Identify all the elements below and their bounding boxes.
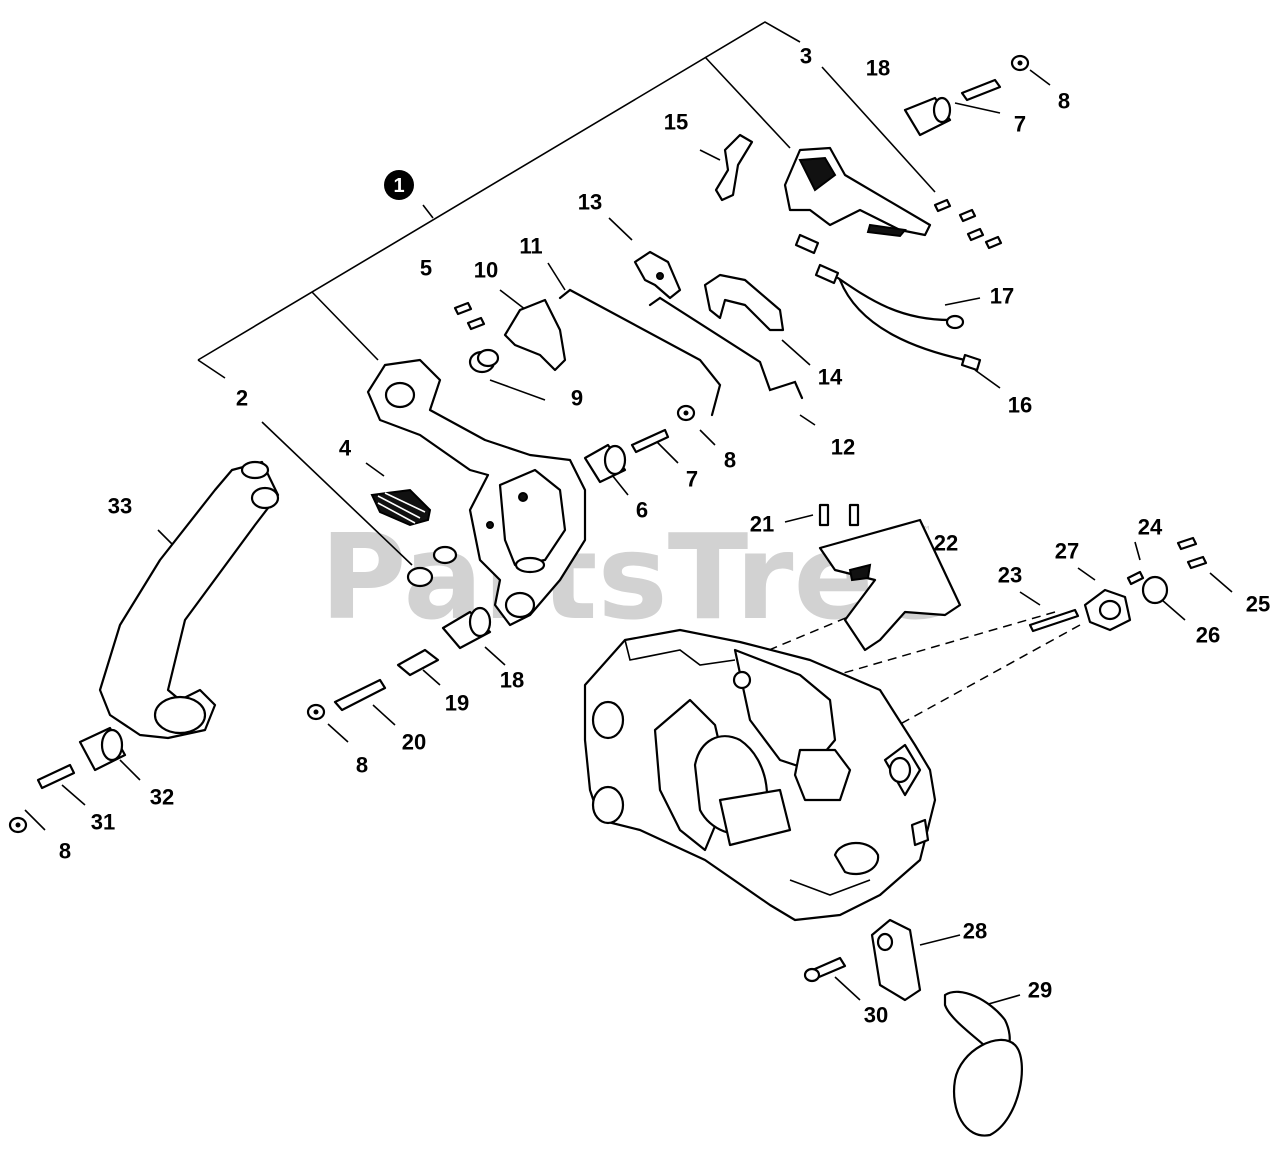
filled-circle-icon: 1 [384,170,414,200]
part-30-bolt [803,956,847,983]
callout-8-mid: 8 [724,448,736,473]
callout-10: 10 [474,258,498,283]
part-2-handle-body [366,358,587,627]
crankcase-body [583,628,937,922]
callout-2: 2 [236,386,248,411]
callout-33: 33 [108,494,132,519]
part-19-sleeve [396,648,440,677]
callout-20: 20 [402,730,426,755]
part-33-front-handle [98,460,280,740]
part-7-bolt-mid [630,428,670,454]
part-5-screws [453,301,486,331]
callout-25: 25 [1246,592,1270,617]
callout-4: 4 [339,436,352,461]
callout-15: 15 [664,110,688,135]
part-9-spring [468,348,500,374]
part-11-throttle-rod [558,288,722,417]
callout-16: 16 [1008,393,1032,418]
callout-28: 28 [963,919,987,944]
part-15-lever [714,133,754,202]
callout-22: 22 [934,531,958,556]
part-14-trigger [703,273,785,332]
part-4-spring [370,488,432,527]
part-25-screws [1176,536,1208,570]
callout-6: 6 [636,498,648,523]
part-26-collar [1141,575,1169,605]
part-28-bracket [870,918,922,1002]
part-12-rod [648,296,804,400]
part-7-bolt-top [960,78,1002,102]
part-24-washer [1126,570,1145,586]
callout-12: 12 [831,435,855,460]
callout-23: 23 [998,563,1022,588]
part-21-screws [818,503,860,527]
callout-14: 14 [818,365,843,390]
callout-3: 3 [800,44,812,69]
part-8-washer-top [1010,54,1030,72]
part-3-handle-cover [783,146,932,238]
callout-27: 27 [1055,539,1079,564]
callout-31: 31 [91,810,115,835]
callout-11: 11 [519,234,542,259]
callout-5: 5 [420,256,432,281]
part-8-washer-mid [676,404,696,422]
part-18-bush-top [903,96,952,137]
part-29-gasket [943,990,1023,1137]
assembly-bracket [197,21,801,379]
callout-17: 17 [990,284,1014,309]
part-8-washer-far [8,816,28,834]
part-17-wire [794,233,967,362]
callout-13: 13 [578,190,602,215]
callout-9: 9 [571,386,583,411]
callout-24: 24 [1138,515,1163,540]
leader-lines [24,66,1233,1006]
callout-18-lower: 18 [500,668,524,693]
part-27-adjuster [1083,588,1132,632]
callout-32: 32 [150,785,174,810]
callout-8-far: 8 [59,839,71,864]
part-22-cover-plate [818,518,962,652]
callout-18-top: 18 [866,56,890,81]
part-23-pin [1028,608,1080,633]
assembly-callout-label: 1 [393,175,404,197]
screws-group-3 [933,198,1003,250]
callout-26: 26 [1196,623,1220,648]
part-20-bolt [333,678,387,712]
part-32-bush [78,726,127,772]
part-13-switch [633,250,682,300]
part-8-washer-low [306,703,326,721]
callout-7-mid: 7 [686,467,698,492]
callout-8-low: 8 [356,753,368,778]
part-31-bolt [36,763,76,790]
rivet-plugs [406,545,458,588]
callout-29: 29 [1028,978,1052,1003]
callout-8-top: 8 [1058,89,1070,114]
part-16-terminal [960,353,982,372]
part-10-throttle-trigger [503,298,567,372]
part-18-bush-lower [441,606,492,650]
part-6-bush [583,443,627,484]
callout-19: 19 [445,691,469,716]
callout-21: 21 [750,512,774,537]
callout-7-top: 7 [1014,112,1026,137]
callout-labels: 2 3 4 5 6 7 7 8 8 8 8 9 10 11 12 13 14 1… [59,44,1270,1028]
callout-30: 30 [864,1003,888,1028]
